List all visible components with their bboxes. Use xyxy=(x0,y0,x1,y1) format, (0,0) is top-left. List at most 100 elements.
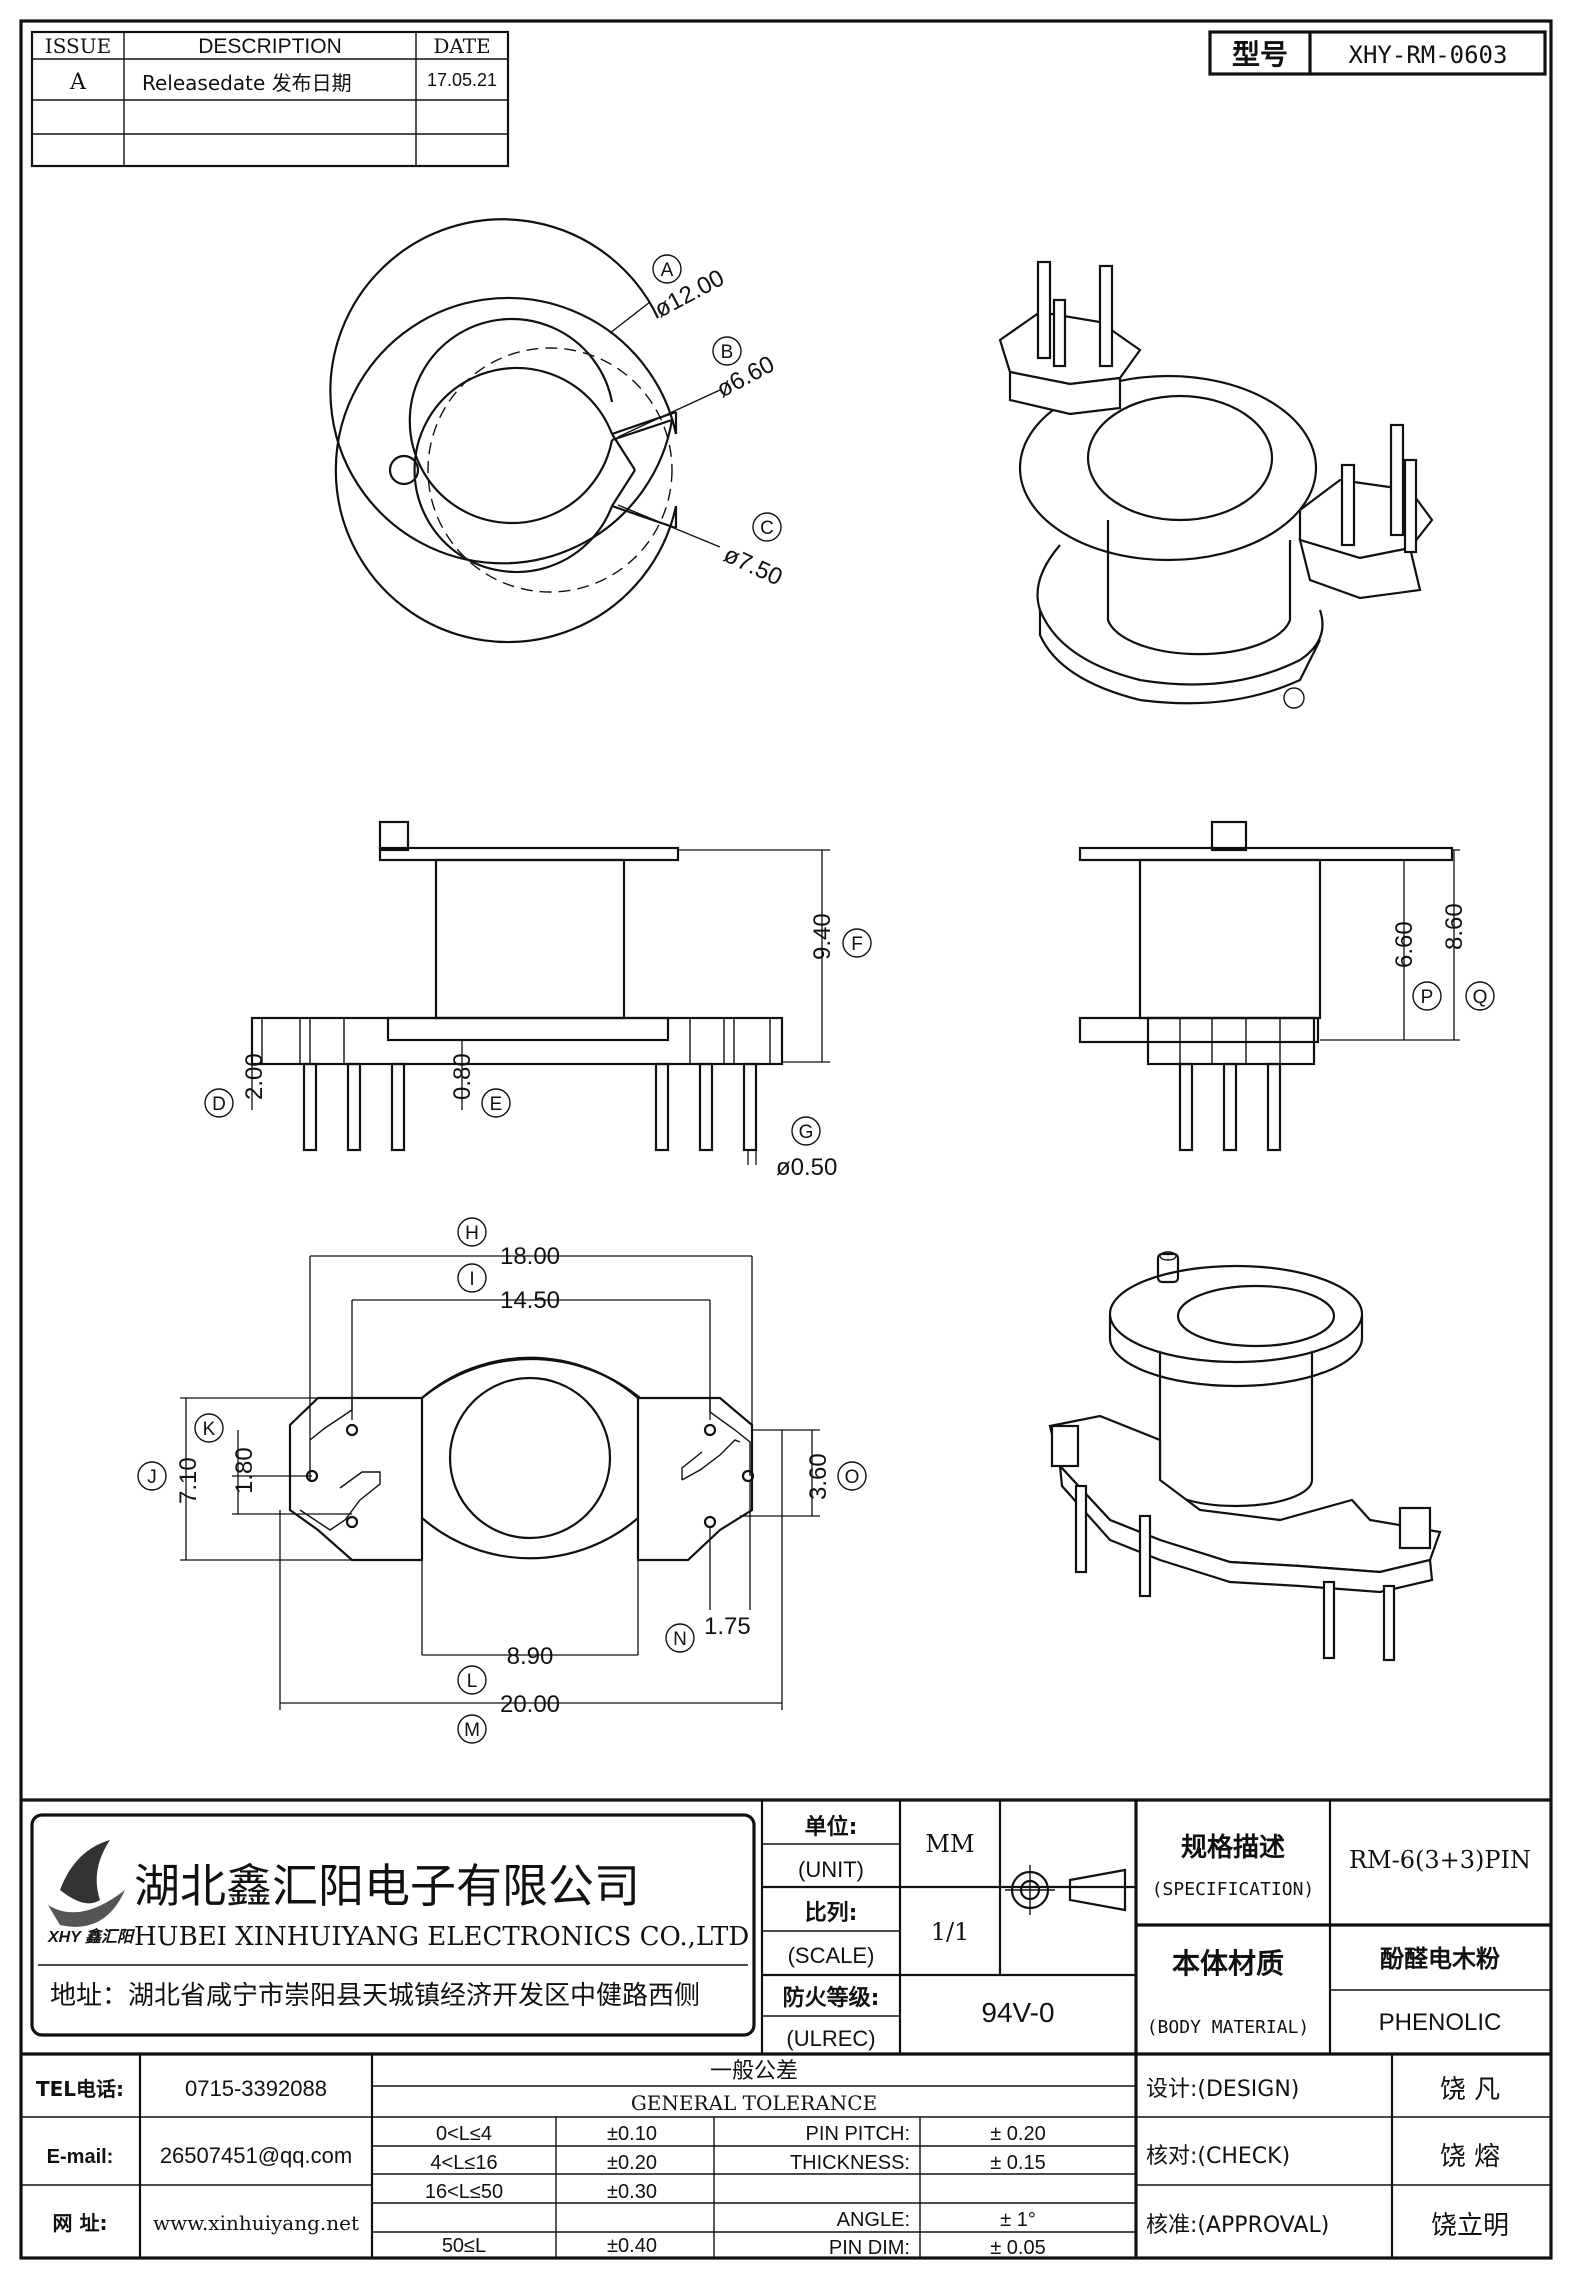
rev-description-a: Releasedate 发布日期 xyxy=(142,71,352,95)
title-block xyxy=(21,1798,1551,2056)
tolerance-value-3: ±0.30 xyxy=(607,2181,657,2203)
thickness-value: ± 0.15 xyxy=(990,2152,1045,2174)
dim-j: 7.10 xyxy=(175,1457,202,1504)
dim-q: 8.60 xyxy=(1441,903,1468,950)
angle-label: ANGLE: xyxy=(837,2209,910,2231)
approval-label: 核准:(APPROVAL) xyxy=(1146,2213,1329,2238)
callout-letter-k: K xyxy=(203,1419,216,1440)
isometric-view-top xyxy=(998,260,1434,709)
tolerance-range-1: 0<L≤4 xyxy=(436,2123,492,2145)
logo-text: XHY 鑫汇阳 xyxy=(47,1928,136,1946)
callout-letter-n: N xyxy=(673,1629,687,1650)
callout-letter-d: D xyxy=(212,1094,226,1115)
fire-label-en: (ULREC) xyxy=(786,2026,875,2051)
rev-header-issue: ISSUE xyxy=(45,34,111,58)
check-name: 饶 熔 xyxy=(1440,2142,1500,2172)
side-view xyxy=(1078,820,1460,1152)
company-logo: XHY 鑫汇阳 xyxy=(47,1840,136,1946)
dim-o: 3.60 xyxy=(805,1453,832,1500)
thickness-label: THICKNESS: xyxy=(790,2152,910,2174)
tolerance-title-en: GENERAL TOLERANCE xyxy=(631,2091,877,2115)
tel-label: TEL电话: xyxy=(36,2077,124,2101)
side-view-callouts: 6.60 P 8.60 Q xyxy=(1391,903,1495,1011)
rev-header-date: DATE xyxy=(433,34,490,58)
approval-name: 饶立明 xyxy=(1431,2211,1509,2241)
fire-label-cn: 防火等级: xyxy=(783,1985,880,2011)
dim-e: 0.80 xyxy=(449,1053,476,1100)
callout-letter-g: G xyxy=(799,1122,814,1143)
rev-issue-a: A xyxy=(69,70,87,95)
tolerance-range-2: 4<L≤16 xyxy=(430,2152,497,2174)
tolerance-title-cn: 一般公差 xyxy=(710,2059,798,2084)
tolerance-value-4: ±0.40 xyxy=(607,2235,657,2257)
dim-f: 9.40 xyxy=(809,913,836,960)
dim-c: ø7.50 xyxy=(719,541,786,591)
material-value-cn: 酚醛电木粉 xyxy=(1380,1945,1500,1973)
dim-h: 18.00 xyxy=(500,1243,560,1270)
unit-label-cn: 单位: xyxy=(805,1814,858,1840)
tel-value: 0715-3392088 xyxy=(185,2076,327,2101)
callout-letter-c: C xyxy=(760,518,774,539)
callout-letter-h: H xyxy=(465,1223,479,1244)
website-label: 网 址: xyxy=(53,2211,108,2235)
tolerance-value-2: ±0.20 xyxy=(607,2152,657,2174)
dim-d: 2.00 xyxy=(241,1053,268,1100)
scale-label-en: (SCALE) xyxy=(788,1943,875,1968)
company-name-en: HUBEI XINHUIYANG ELECTRONICS CO.,LTD xyxy=(134,1922,749,1952)
isometric-view-bottom xyxy=(1048,1251,1442,1662)
pin-pitch-value: ± 0.20 xyxy=(990,2123,1045,2145)
scale-label-cn: 比列: xyxy=(805,1901,858,1926)
front-view xyxy=(250,820,830,1165)
fire-value: 94V-0 xyxy=(981,1997,1054,2028)
callout-letter-a: A xyxy=(661,260,674,281)
pin-dim-value: ± 0.05 xyxy=(990,2237,1045,2259)
company-address: 地址：湖北省咸宁市崇阳县天城镇经济开发区中健路西侧 xyxy=(50,1981,700,2011)
spec-value: RM-6(3+3)PIN xyxy=(1349,1846,1531,1874)
spec-label-cn: 规格描述 xyxy=(1181,1832,1285,1863)
front-view-callouts: 9.40 F 2.00 D 0.80 E G ø0.50 xyxy=(204,913,872,1181)
material-value-en: PHENOLIC xyxy=(1379,2009,1502,2036)
email-label: E-mail: xyxy=(47,2146,114,2168)
angle-value: ± 1° xyxy=(1000,2209,1036,2231)
top-view-ring xyxy=(334,296,678,644)
dim-l: 8.90 xyxy=(507,1643,554,1670)
dim-k: 1.80 xyxy=(231,1447,258,1494)
website-value: www.xinhuiyang.net xyxy=(153,2211,359,2235)
callout-letter-f: F xyxy=(851,934,863,955)
pin-dim-label: PIN DIM: xyxy=(829,2237,910,2259)
tolerance-value-1: ±0.10 xyxy=(607,2123,657,2145)
bottom-view-callouts: H 18.00 I 14.50 K 1.80 J 7.10 3.60 O N 1… xyxy=(137,1217,867,1744)
rev-date-a: 17.05.21 xyxy=(427,70,497,90)
bottom-grid xyxy=(21,2054,1551,2258)
sheet-border xyxy=(19,19,1553,2260)
material-label-en: (BODY MATERIAL) xyxy=(1147,2017,1310,2038)
projection-symbol xyxy=(1005,1865,1127,1915)
material-label-cn: 本体材质 xyxy=(1172,1947,1284,1980)
bottom-view xyxy=(180,1255,820,1710)
email-value: 26507451@qq.com xyxy=(160,2143,352,2168)
callout-letter-b: B xyxy=(721,342,734,363)
dim-g: ø0.50 xyxy=(776,1154,837,1181)
callout-letter-p: P xyxy=(1421,987,1434,1008)
callout-letter-q: Q xyxy=(1473,987,1488,1008)
callout-letter-i: I xyxy=(469,1269,474,1290)
callout-letter-j: J xyxy=(147,1467,157,1488)
rev-header-description: DESCRIPTION xyxy=(198,35,342,58)
dim-m: 20.00 xyxy=(500,1691,560,1718)
revision-table: ISSUE DESCRIPTION DATE A Releasedate 发布日… xyxy=(30,30,510,168)
unit-label-en: (UNIT) xyxy=(798,1857,864,1882)
model-label: 型号 xyxy=(1232,38,1288,71)
model-box: 型号 XHY-RM-0603 xyxy=(1208,30,1547,76)
dim-p: 6.60 xyxy=(1391,921,1418,968)
callout-letter-e: E xyxy=(490,1094,503,1115)
tolerance-range-3: 16<L≤50 xyxy=(425,2181,503,2203)
unit-value: MM xyxy=(925,1830,974,1858)
pin-pitch-label: PIN PITCH: xyxy=(806,2123,910,2145)
scale-value: 1/1 xyxy=(931,1918,970,1946)
callout-letter-o: O xyxy=(845,1467,860,1488)
callout-letter-m: M xyxy=(464,1720,480,1741)
top-view xyxy=(329,218,721,593)
tolerance-range-4: 50≤L xyxy=(442,2235,486,2257)
callout-letter-l: L xyxy=(467,1671,478,1692)
